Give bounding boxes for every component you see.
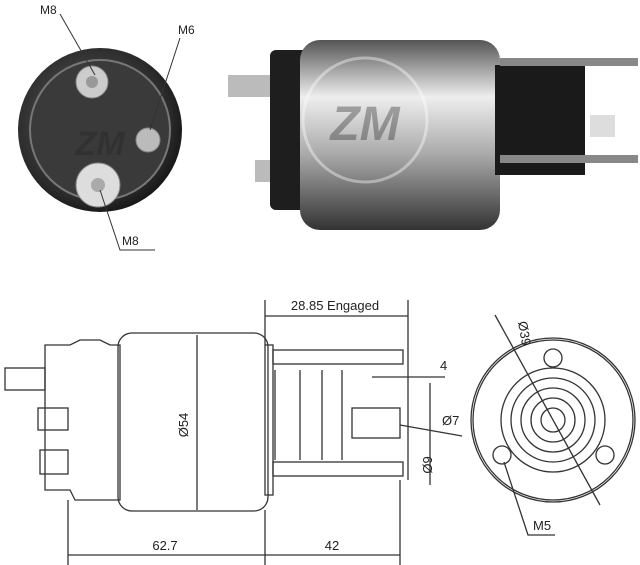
label-m8-top: M8 [40, 3, 57, 17]
photo-end-view: ZM M8 M6 M8 [18, 3, 195, 251]
terminal-m6 [135, 127, 161, 153]
solenoid-body [300, 40, 500, 230]
mount-hole-top [543, 348, 563, 368]
watermark-logo: ZM [74, 125, 125, 163]
watermark-logo-side: ZM [328, 98, 400, 151]
dim-plunger-length: 42 [325, 538, 339, 553]
stud-top [228, 75, 278, 97]
dim-4: 4 [440, 358, 447, 373]
mount-hole-left [492, 445, 512, 465]
rod-top [500, 58, 638, 66]
dim-flange-diameter: Ø39 [515, 320, 534, 347]
plunger-tip [590, 115, 615, 137]
mount-hole-right [595, 445, 615, 465]
label-m6: M6 [178, 23, 195, 37]
drawing-body [117, 332, 269, 512]
drawing-end-view [470, 314, 636, 536]
photo-side-view: ZM [228, 40, 638, 230]
drawing-rod-top [272, 349, 404, 365]
drawing-plunger [351, 407, 401, 439]
dim-small-diameter: Ø9 [420, 456, 435, 473]
drawing-side-view [4, 300, 463, 565]
drawing-stud-top [4, 367, 46, 391]
label-m8-bottom: M8 [122, 234, 139, 248]
dim-body-diameter: Ø54 [176, 413, 191, 438]
dim-body-length: 62.7 [152, 538, 177, 553]
drawing-flange [470, 337, 636, 503]
dim-engaged: 28.85 Engaged [291, 298, 379, 313]
rod-bottom [500, 155, 638, 163]
label-thread-m5: M5 [533, 518, 551, 533]
dim-plunger-diameter: Ø7 [442, 413, 459, 428]
drawing-rod-bottom [272, 461, 404, 477]
